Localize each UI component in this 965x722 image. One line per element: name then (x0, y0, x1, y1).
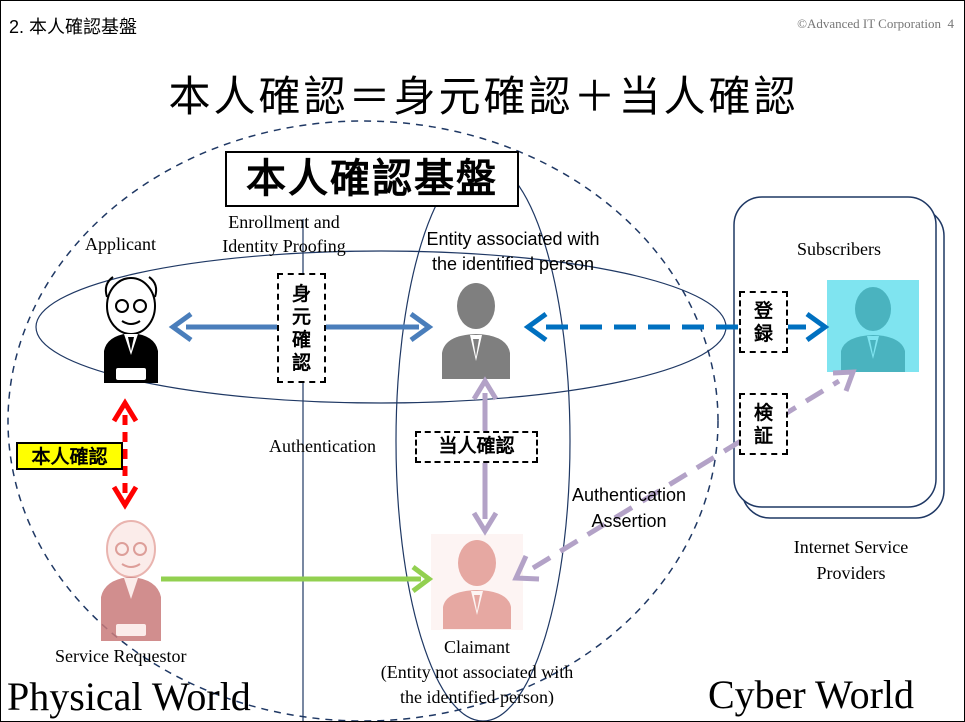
cyber-world-label: Cyber World (708, 672, 915, 717)
identity-verification-arrow (111, 398, 139, 510)
section-heading: 2. 本人確認基盤 (9, 17, 138, 37)
service-requestor-person-icon (101, 520, 161, 641)
registration-box: 登 録 (739, 291, 788, 353)
subscribers-label: Subscribers (797, 239, 881, 259)
identity-proofing-box: 身 元 確 認 (277, 273, 326, 383)
service-request-arrow (161, 565, 434, 593)
physical-world-label: Physical World (7, 674, 251, 719)
entity-associated-label: Entity associated with the identified pe… (426, 229, 600, 274)
main-title: 本人確認＝身元確認＋当人確認 (168, 73, 799, 120)
enrollment-label: Enrollment and Identity Proofing (222, 212, 346, 256)
claimant-label: Claimant (Entity not associated with the… (380, 637, 574, 707)
authentication-label: Authentication (269, 436, 376, 456)
verification-box: 検 証 (739, 393, 788, 455)
applicant-person-icon (104, 276, 158, 383)
authentication-box: 当人確認 (415, 431, 538, 463)
platform-title: 本人確認基盤 (225, 151, 519, 207)
copyright-text: ©Advanced IT Corporation (797, 16, 941, 31)
claimant-person-icon (431, 534, 523, 630)
copyright: ©Advanced IT Corporation 4 (797, 16, 954, 32)
subscriber-person-icon (827, 280, 919, 372)
authentication-assertion-label: Authentication Assertion (571, 485, 687, 531)
applicant-label: Applicant (85, 234, 156, 254)
page-number: 4 (947, 16, 955, 31)
entity-person-icon (442, 283, 510, 379)
identity-verification-box: 本人確認 (16, 442, 123, 470)
service-requestor-label: Service Requestor (55, 646, 187, 666)
authentication-assertion-arrow (512, 369, 857, 582)
isp-label: Internet Service Providers (793, 537, 909, 583)
identity-platform-boundary (7, 120, 719, 721)
